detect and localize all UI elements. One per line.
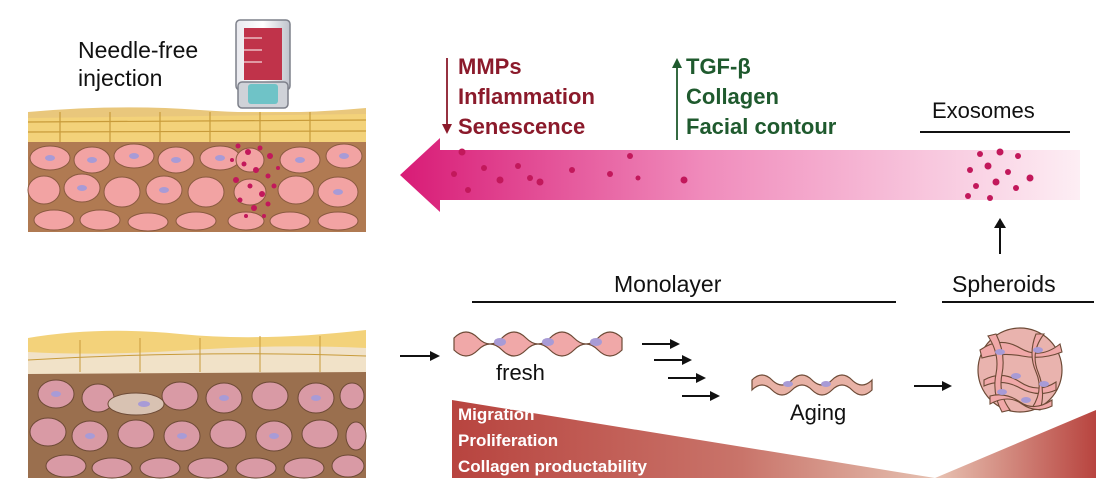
increase-item-2: Collagen bbox=[686, 84, 779, 109]
increase-arrow-icon bbox=[672, 58, 682, 140]
fresh-label: fresh bbox=[496, 360, 545, 385]
syringe-icon bbox=[235, 19, 291, 109]
aging-to-spheroid-arrow bbox=[914, 381, 952, 391]
capacity-item-3: Collagen productability bbox=[458, 457, 647, 476]
aging-label: Aging bbox=[790, 400, 846, 425]
spheroid-cluster bbox=[977, 327, 1063, 413]
capacity-item-1: Migration bbox=[458, 405, 535, 424]
injection-label-line1: Needle-free bbox=[78, 37, 198, 63]
decrease-item-1: MMPs bbox=[458, 54, 522, 79]
aging-cell bbox=[751, 374, 873, 396]
injection-label-line2: injection bbox=[78, 65, 162, 91]
spheroids-label: Spheroids bbox=[952, 271, 1056, 297]
exosomes-cluster bbox=[965, 148, 1034, 201]
monolayer-label: Monolayer bbox=[614, 271, 722, 297]
fresh-cell bbox=[453, 331, 623, 357]
capacity-wedge-increase bbox=[935, 410, 1096, 478]
passage-arrows bbox=[642, 339, 720, 401]
decrease-item-3: Senescence bbox=[458, 114, 585, 139]
decrease-arrow-icon bbox=[442, 58, 452, 134]
spheroid-to-exosome-arrow bbox=[994, 218, 1006, 254]
capacity-item-2: Proliferation bbox=[458, 431, 558, 450]
skin-with-injection bbox=[27, 107, 367, 232]
exosome-delivery-arrow bbox=[400, 138, 1080, 212]
aged-skin bbox=[27, 330, 367, 479]
exosomes-label: Exosomes bbox=[932, 98, 1035, 123]
increase-item-3: Facial contour bbox=[686, 114, 837, 139]
decrease-item-2: Inflammation bbox=[458, 84, 595, 109]
capacity-wedge-decrease bbox=[452, 400, 935, 478]
increase-item-1: TGF-β bbox=[686, 54, 751, 79]
skin-to-culture-arrow bbox=[400, 351, 440, 361]
